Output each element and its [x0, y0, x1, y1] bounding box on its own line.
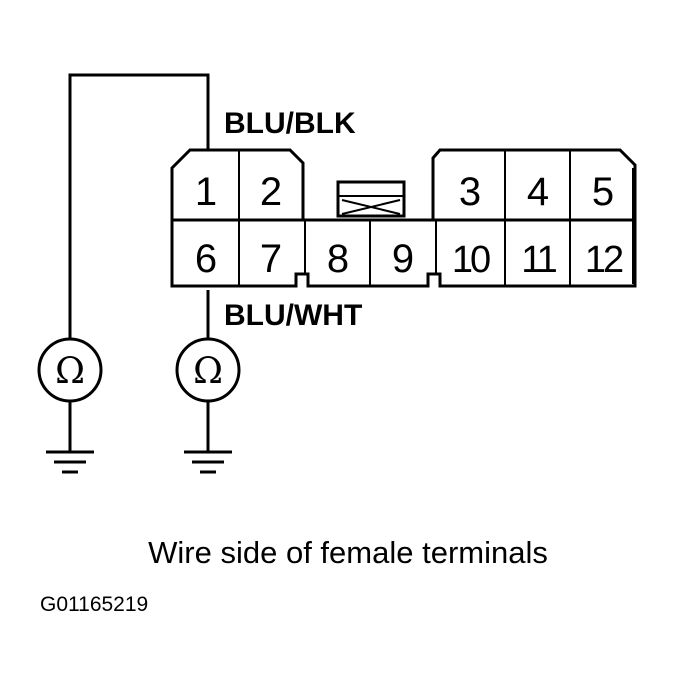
terminal-8: 8	[327, 237, 349, 281]
terminal-3: 3	[459, 170, 481, 214]
connector-housing	[170, 148, 637, 288]
wire-label-blu-wht: BLU/WHT	[224, 299, 362, 332]
terminal-6: 6	[195, 237, 217, 281]
locking-tab	[336, 180, 406, 218]
left-ground-icon	[46, 450, 94, 474]
wire-left-meter-to-terminal-1	[68, 73, 210, 340]
terminal-10: 10	[452, 239, 490, 281]
left-ohmmeter: Ω	[37, 337, 103, 452]
terminal-1: 1	[195, 170, 217, 214]
terminal-11: 11	[521, 239, 556, 281]
terminal-9: 9	[392, 237, 414, 281]
wire-label-blu-blk: BLU/BLK	[224, 107, 356, 140]
ohm-icon: Ω	[55, 351, 85, 392]
terminal-7: 7	[260, 237, 282, 281]
terminal-12: 12	[585, 239, 623, 281]
terminal-5: 5	[592, 170, 614, 214]
caption: Wire side of female terminals	[148, 535, 548, 570]
ohm-icon: Ω	[193, 351, 223, 392]
terminal-2: 2	[260, 170, 282, 214]
figure-id: G01165219	[40, 593, 148, 616]
terminal-4: 4	[527, 170, 549, 214]
right-ohmmeter: Ω	[175, 337, 241, 452]
right-ground-icon	[184, 450, 232, 474]
